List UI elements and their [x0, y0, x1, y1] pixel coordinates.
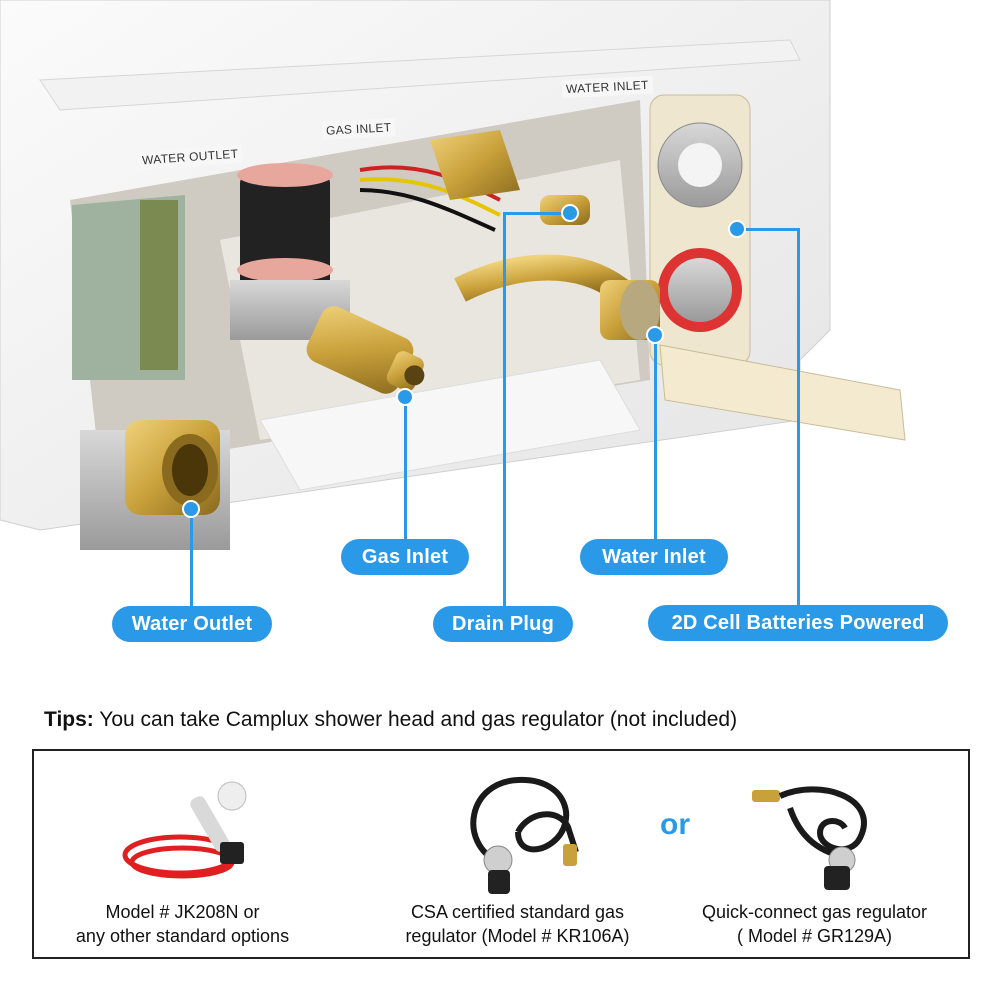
tips-line: Tips: You can take Camplux shower head a… — [44, 708, 737, 732]
standard-regulator-image — [470, 776, 579, 894]
leader-line — [736, 228, 800, 231]
accessory-caption-quick-connect-regulator: Quick-connect gas regulator ( Model # GR… — [672, 900, 957, 948]
leader-line — [503, 212, 569, 215]
leader-line — [797, 228, 800, 608]
battery-lid — [659, 344, 906, 441]
quick-connect-regulator-image — [752, 786, 867, 890]
callout-dot — [182, 500, 200, 518]
callout-batteries: 2D Cell Batteries Powered — [648, 605, 948, 641]
caption-line: regulator (Model # KR106A) — [405, 926, 630, 946]
leader-line — [503, 212, 506, 608]
shower-head-image — [122, 781, 247, 879]
caption-line: CSA certified standard gas — [410, 902, 625, 922]
callout-dot — [396, 388, 414, 406]
caption-line: Model # JK208N or — [105, 902, 260, 922]
accessories-box — [32, 749, 970, 959]
callout-water-outlet: Water Outlet — [112, 606, 272, 642]
callout-dot — [728, 220, 746, 238]
caption-line: ( Model # GR129A) — [736, 926, 893, 946]
leader-line — [190, 508, 193, 608]
caption-line: any other standard options — [75, 926, 290, 946]
accessory-caption-shower-head: Model # JK208N or any other standard opt… — [40, 900, 325, 948]
tips-label: Tips: — [44, 708, 94, 731]
callout-dot — [646, 326, 664, 344]
tips-text: You can take Camplux shower head and gas… — [99, 708, 738, 731]
callout-water-inlet: Water Inlet — [580, 539, 728, 575]
leader-line — [654, 334, 657, 540]
caption-line: Quick-connect gas regulator — [701, 902, 928, 922]
heater-photo — [0, 0, 906, 550]
callout-gas-inlet: Gas Inlet — [341, 539, 469, 575]
leader-line — [404, 396, 407, 540]
callout-drain-plug: Drain Plug — [433, 606, 573, 642]
or-separator: or — [660, 808, 690, 841]
panel-label-gas-inlet: GAS INLET — [321, 118, 396, 140]
accessory-caption-standard-regulator: CSA certified standard gas regulator (Mo… — [375, 900, 660, 948]
callout-dot — [561, 204, 579, 222]
